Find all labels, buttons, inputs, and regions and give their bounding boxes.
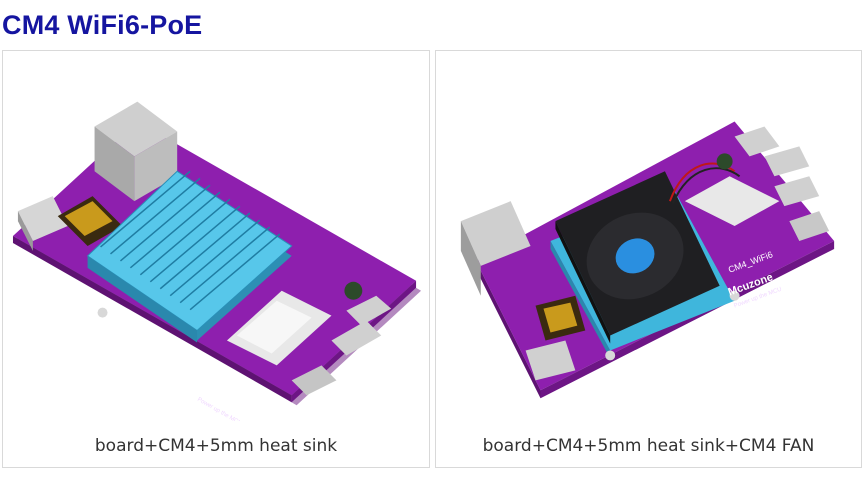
ethernet-port [460,201,531,266]
ethernet-port [94,101,178,157]
usb-port-right [764,146,810,177]
usb-port-left [525,340,576,381]
board-fan-illustration: CM4_WiFi6 Mcuzone Power up the MCU [460,121,835,399]
product-card-fan[interactable]: CM4_WiFi6 Mcuzone Power up the MCU board… [435,50,862,468]
product-caption: board+CM4+5mm heat sink+CM4 FAN [482,436,815,456]
usb-port-left [17,196,68,241]
hdmi-port [789,211,830,241]
wifi-module [684,176,780,227]
fan-label [615,238,655,274]
page-title: CM4 WiFi6-PoE [2,10,203,40]
product-photo-heatsink[interactable]: CM4_WiFi6 Mcuzone Power up the MCU [3,51,429,421]
product-card-heatsink[interactable]: CM4_WiFi6 Mcuzone Power up the MCU board… [2,50,430,468]
usb-port-right [331,320,382,356]
product-caption: board+CM4+5mm heat sink [94,436,338,456]
usb-c-port [734,126,780,157]
board-heatsink-illustration: CM4_WiFi6 Mcuzone Power up the MCU [12,101,422,421]
hdmi-port [291,365,337,396]
product-photo-fan[interactable]: CM4_WiFi6 Mcuzone Power up the MCU [436,51,861,421]
